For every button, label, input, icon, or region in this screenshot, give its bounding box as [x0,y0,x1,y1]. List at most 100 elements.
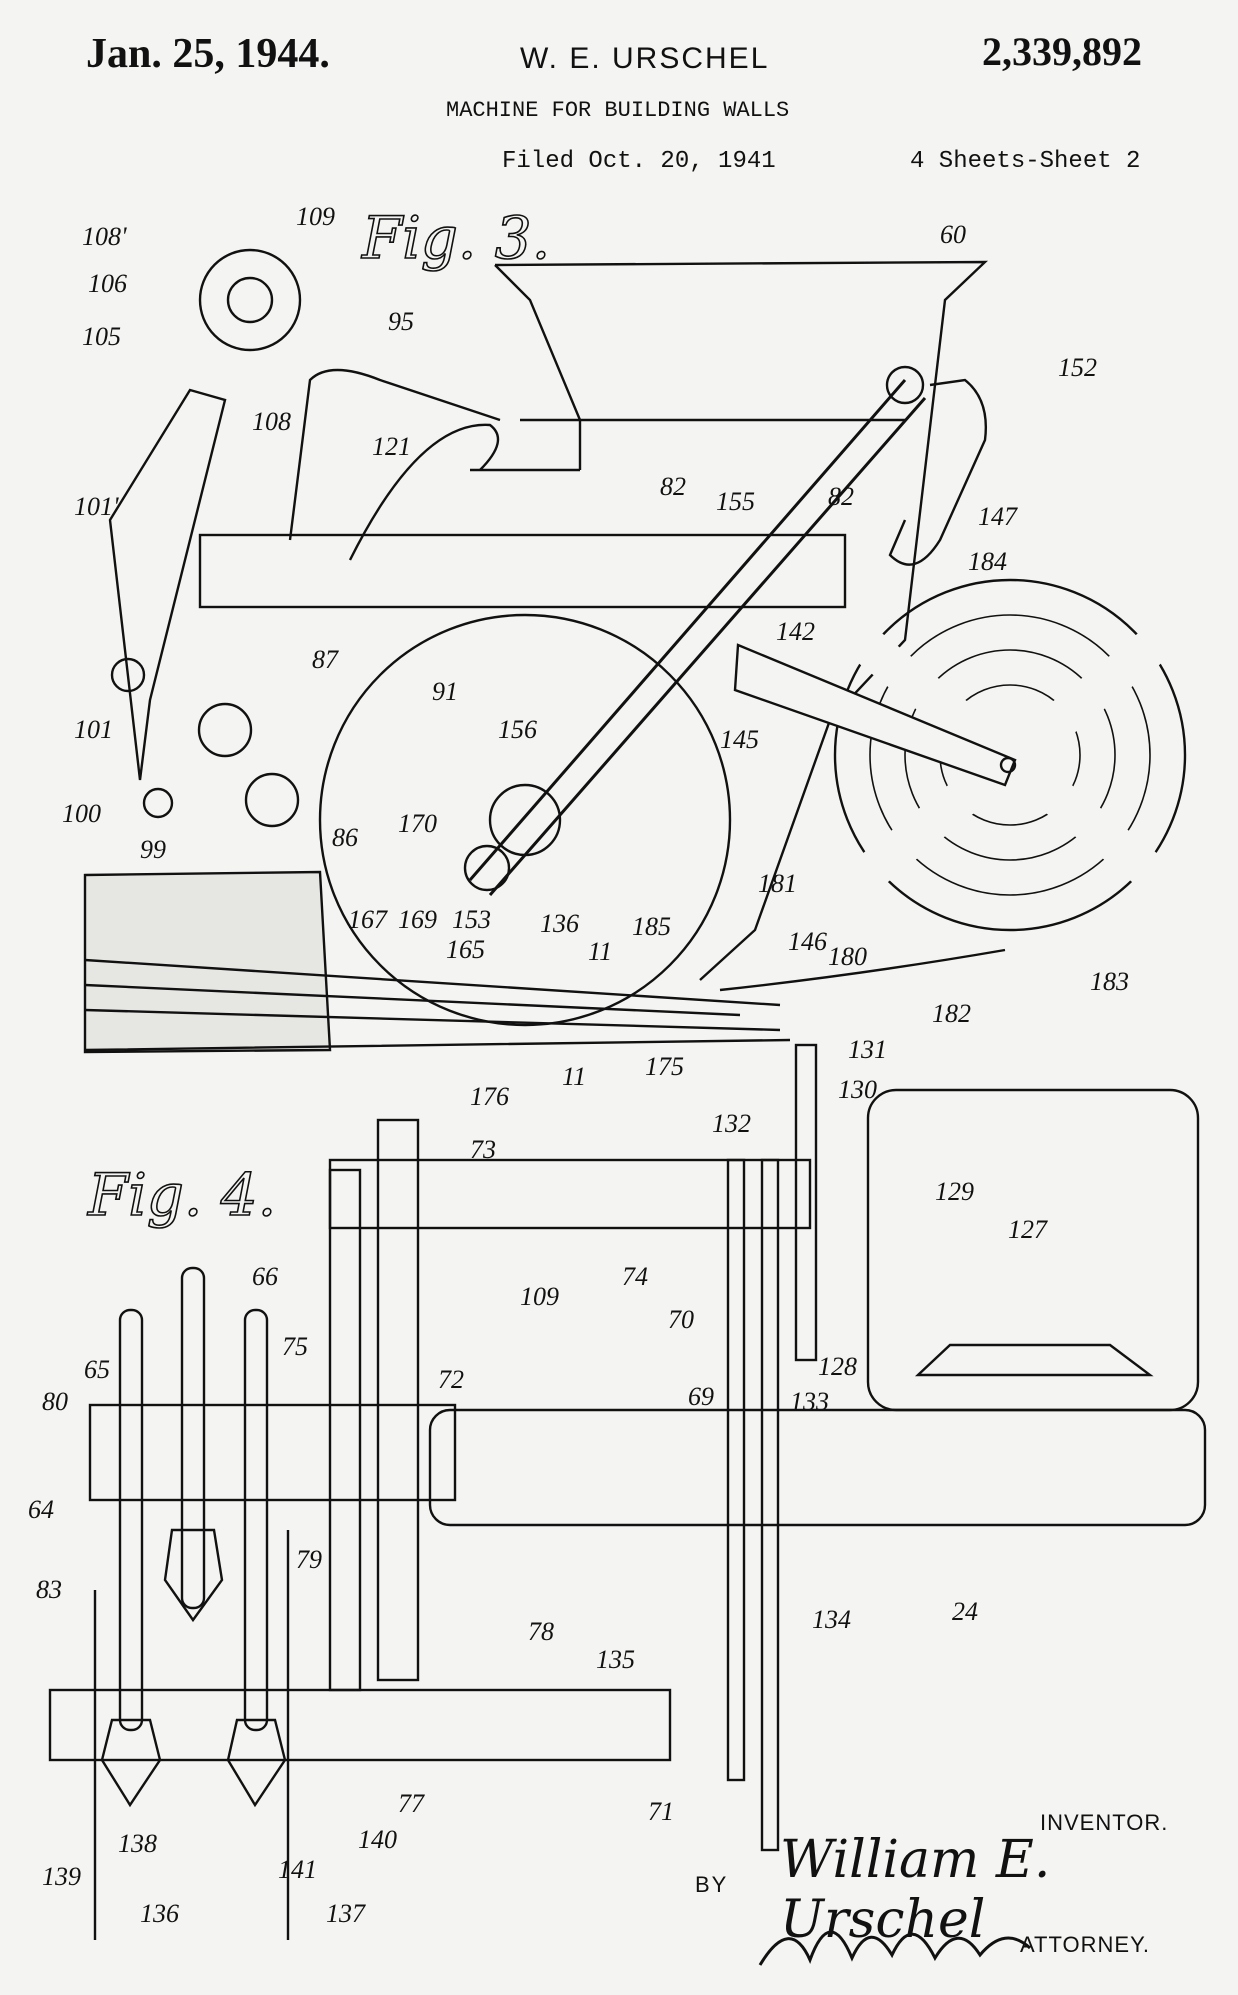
attorney-signature [758,1930,1032,1966]
ref-label: 65 [84,1355,110,1384]
ref-label: 142 [776,617,815,646]
ref-label: 82 [660,472,686,501]
patent-number: 2,339,892 [982,29,1142,74]
bracket-152 [888,378,987,566]
frame-121 [348,423,500,561]
tamper-head-1 [100,1718,162,1808]
fig3-drawing [83,248,1187,1054]
sheet-count: 4 Sheets-Sheet 2 [910,148,1141,175]
hopper-side [494,264,582,470]
ref-label: 83 [36,1575,62,1604]
ref-label: 147 [978,502,1018,531]
ref-label: 165 [446,935,485,964]
chain-101 [108,388,227,781]
ref-label: 138 [118,1829,157,1858]
ref-label: 180 [828,942,867,971]
ref-label: 87 [312,645,339,674]
rod-66 [180,1266,206,1610]
ref-label: 152 [1058,353,1097,382]
ref-label: 132 [712,1109,751,1138]
chain-column-left [328,1168,362,1692]
inventor-signature: William E. Urschel [780,1830,1051,1950]
ref-label: 77 [398,1789,425,1818]
ref-label: 70 [668,1305,694,1334]
ref-label: 136 [540,909,579,938]
ref-label: 74 [622,1262,648,1291]
link-rod-147 [468,379,927,896]
rod-64 [243,1308,269,1732]
ref-label: 145 [720,725,759,754]
ref-label: 109 [296,202,335,231]
ref-label: 101' [74,492,119,521]
ref-label: 69 [688,1382,714,1411]
ref-label: 60 [940,220,966,249]
ref-label: 105 [82,322,121,351]
strip-182 [719,948,1006,992]
fig3-title: Fig. 3. [361,204,550,272]
ref-label: 91 [432,677,458,706]
ref-label: 133 [790,1387,829,1416]
inventor-heading: W. E. URSCHEL [520,42,770,75]
shaft-74 [328,1158,812,1230]
ref-label: 11 [562,1062,586,1091]
roller-left [110,657,146,693]
ref-label: 155 [716,487,755,516]
roller-87 [197,702,253,758]
ref-label: 170 [398,809,437,838]
ref-label: 66 [252,1262,278,1291]
ref-label: 78 [528,1617,554,1646]
ref-label: 95 [388,307,414,336]
wall-course-lines [84,958,791,1052]
ref-label: 82 [828,482,854,511]
ref-label: 127 [1008,1215,1048,1244]
sprocket-106 [226,276,274,324]
attorney-label: ATTORNEY. [1020,1932,1151,1957]
ref-label: 136 [140,1899,179,1928]
filed-date: Filed Oct. 20, 1941 [502,148,776,175]
ref-label: 182 [932,999,971,1028]
ref-label: 79 [296,1545,322,1574]
ref-label: 71 [648,1797,674,1826]
frame-155 [198,533,847,609]
ref-label: 101 [74,715,113,744]
ref-label: 129 [935,1177,974,1206]
ref-label: 184 [968,547,1007,576]
plate-133 [760,1158,780,1852]
sprocket-109 [198,248,302,352]
ref-label: 183 [1090,967,1129,996]
bar-75 [88,1403,457,1502]
ref-label: 86 [332,823,358,852]
ref-label: 175 [645,1052,684,1081]
ref-label: 141 [278,1855,317,1884]
ref-label: 108' [82,222,127,251]
ref-label: 156 [498,715,537,744]
reel-ring-1 [869,614,1151,896]
wall-section [83,870,332,1054]
patent-date: Jan. 25, 1944. [86,31,330,77]
rod-65 [118,1308,144,1732]
ref-label: 11 [588,937,612,966]
ref-label: 140 [358,1825,397,1854]
ref-label: 134 [812,1605,851,1634]
wheel-136 [318,613,732,1027]
chain-column-72 [376,1118,420,1682]
ref-label: 100 [62,799,101,828]
ref-label: 80 [42,1387,68,1416]
ref-label: 131 [848,1035,887,1064]
ref-label: 64 [28,1495,54,1524]
reel-183 [833,578,1187,932]
tamper-head-2 [163,1528,224,1623]
ref-label: 73 [470,1135,496,1164]
fig4-drawing [48,1043,1207,1940]
tamper-head-3 [226,1718,287,1808]
hopper-band [470,418,905,472]
ref-label: 137 [326,1899,366,1928]
inventor-label: INVENTOR. [1040,1810,1169,1835]
ref-label: 146 [788,927,827,956]
ref-label: 153 [452,905,491,934]
ref-label: 176 [470,1082,509,1111]
scales-136-137 [93,1530,290,1940]
ref-label: 75 [282,1332,308,1361]
ref-label: 139 [42,1862,81,1891]
ref-label: 128 [818,1352,857,1381]
